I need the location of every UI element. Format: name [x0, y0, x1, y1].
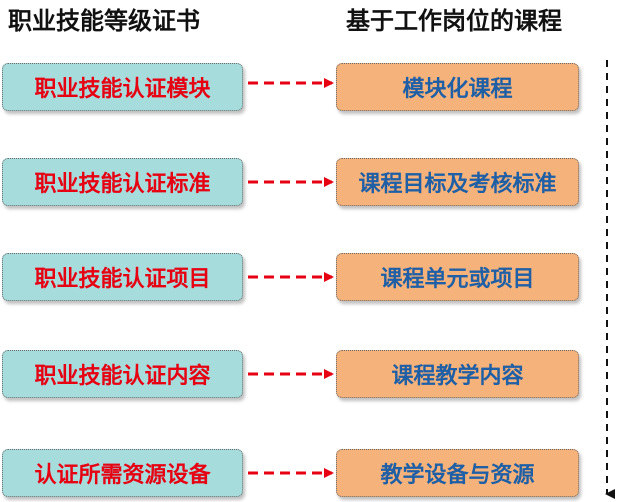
course-box-4: 课程教学内容 [336, 350, 579, 398]
skill-certification-box-4: 职业技能认证内容 [2, 350, 243, 398]
skill-certification-box-2: 职业技能认证标准 [2, 158, 243, 206]
skill-certification-box-3: 职业技能认证项目 [2, 253, 243, 301]
course-box-5: 教学设备与资源 [336, 449, 579, 497]
course-box-3: 课程单元或项目 [336, 253, 579, 301]
course-box-1: 模块化课程 [336, 63, 579, 111]
course-box-2: 课程目标及考核标准 [336, 158, 579, 206]
right-column-header: 基于工作岗位的课程 [346, 7, 562, 35]
skill-certification-box-5: 认证所需资源设备 [2, 449, 243, 497]
skill-certification-box-1: 职业技能认证模块 [2, 63, 243, 111]
left-column-header: 职业技能等级证书 [8, 7, 200, 35]
